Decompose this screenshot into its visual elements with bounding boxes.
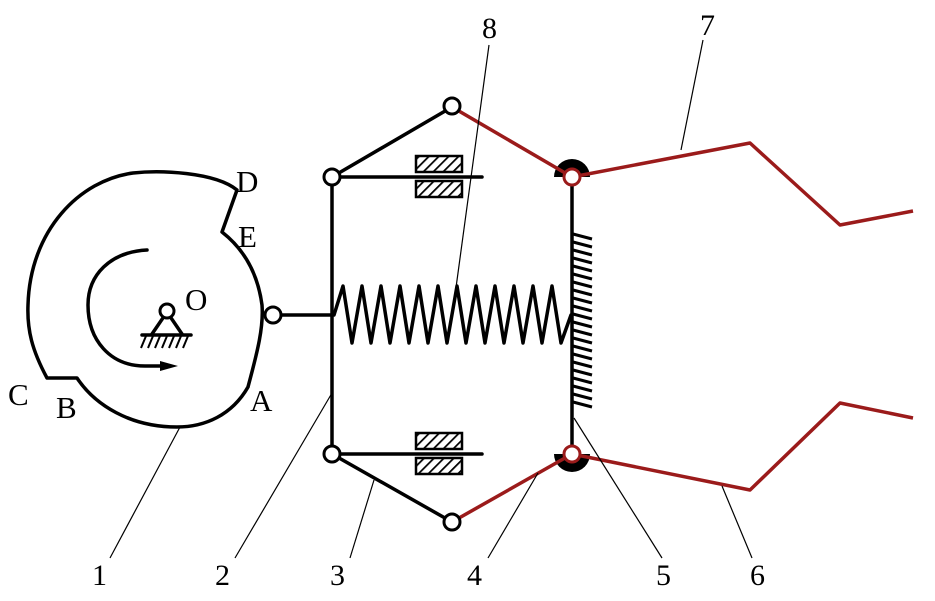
upper-guide-block	[414, 154, 464, 174]
upper-link	[330, 105, 454, 179]
rack-tooth	[572, 240, 593, 249]
rack-tooth	[572, 360, 593, 369]
lower-guide-block	[414, 431, 464, 451]
rack-tooth	[572, 264, 593, 273]
rotation-arrowhead	[160, 361, 178, 371]
label-E: E	[238, 219, 257, 254]
pin-joint	[442, 96, 462, 116]
pin-joint	[322, 444, 342, 464]
label-D: D	[236, 164, 258, 199]
cam-profile	[26, 170, 265, 429]
rack-tooth	[572, 312, 593, 321]
rack-tooth	[572, 256, 593, 265]
lower-guide-block-lower	[414, 456, 464, 476]
rack-tooth	[572, 384, 593, 393]
pin-joint	[322, 167, 342, 187]
finger-pivot	[562, 444, 582, 464]
lower-finger	[571, 401, 914, 492]
rotation-arrow	[86, 248, 167, 368]
rack-tooth	[572, 336, 593, 345]
label-C: C	[8, 377, 29, 412]
finger-pivot	[562, 167, 582, 187]
lower-coupler-link	[451, 452, 573, 524]
rack-tooth	[572, 248, 593, 257]
follower-roller	[263, 305, 283, 325]
rack-tooth	[572, 376, 593, 385]
part-number-6: 6	[750, 559, 765, 592]
rack-tooth	[572, 280, 593, 289]
part-number-7: 7	[700, 9, 715, 42]
fixed-pivot-icon	[140, 302, 193, 349]
part-number-1: 1	[92, 559, 107, 592]
rack-tooth	[572, 344, 593, 353]
part-number-4: 4	[467, 559, 482, 592]
rack-tooth	[572, 288, 593, 297]
rack-tooth	[572, 320, 593, 329]
rack-tooth	[572, 304, 593, 313]
part-number-3: 3	[330, 559, 345, 592]
part-number-2: 2	[215, 559, 230, 592]
upper-guide-block-lower	[414, 179, 464, 199]
rack-tooth	[572, 328, 593, 337]
upper-finger	[571, 141, 914, 227]
rack-tooth	[572, 232, 593, 241]
part-number-5: 5	[656, 559, 671, 592]
upper-coupler-link	[451, 105, 573, 179]
rack-tooth	[572, 368, 593, 377]
pin-joint	[442, 512, 462, 532]
lower-link	[330, 452, 454, 524]
label-A: A	[250, 383, 273, 418]
rack-tooth	[572, 400, 593, 409]
label-O: O	[185, 282, 207, 317]
label-B: B	[56, 390, 77, 425]
rack-tooth	[572, 352, 593, 361]
rack-tooth	[572, 392, 593, 401]
part-number-8: 8	[482, 12, 497, 45]
spring	[332, 284, 573, 345]
rack-tooth	[572, 272, 593, 281]
rack-tooth	[572, 296, 593, 305]
rack-teeth	[572, 232, 593, 409]
